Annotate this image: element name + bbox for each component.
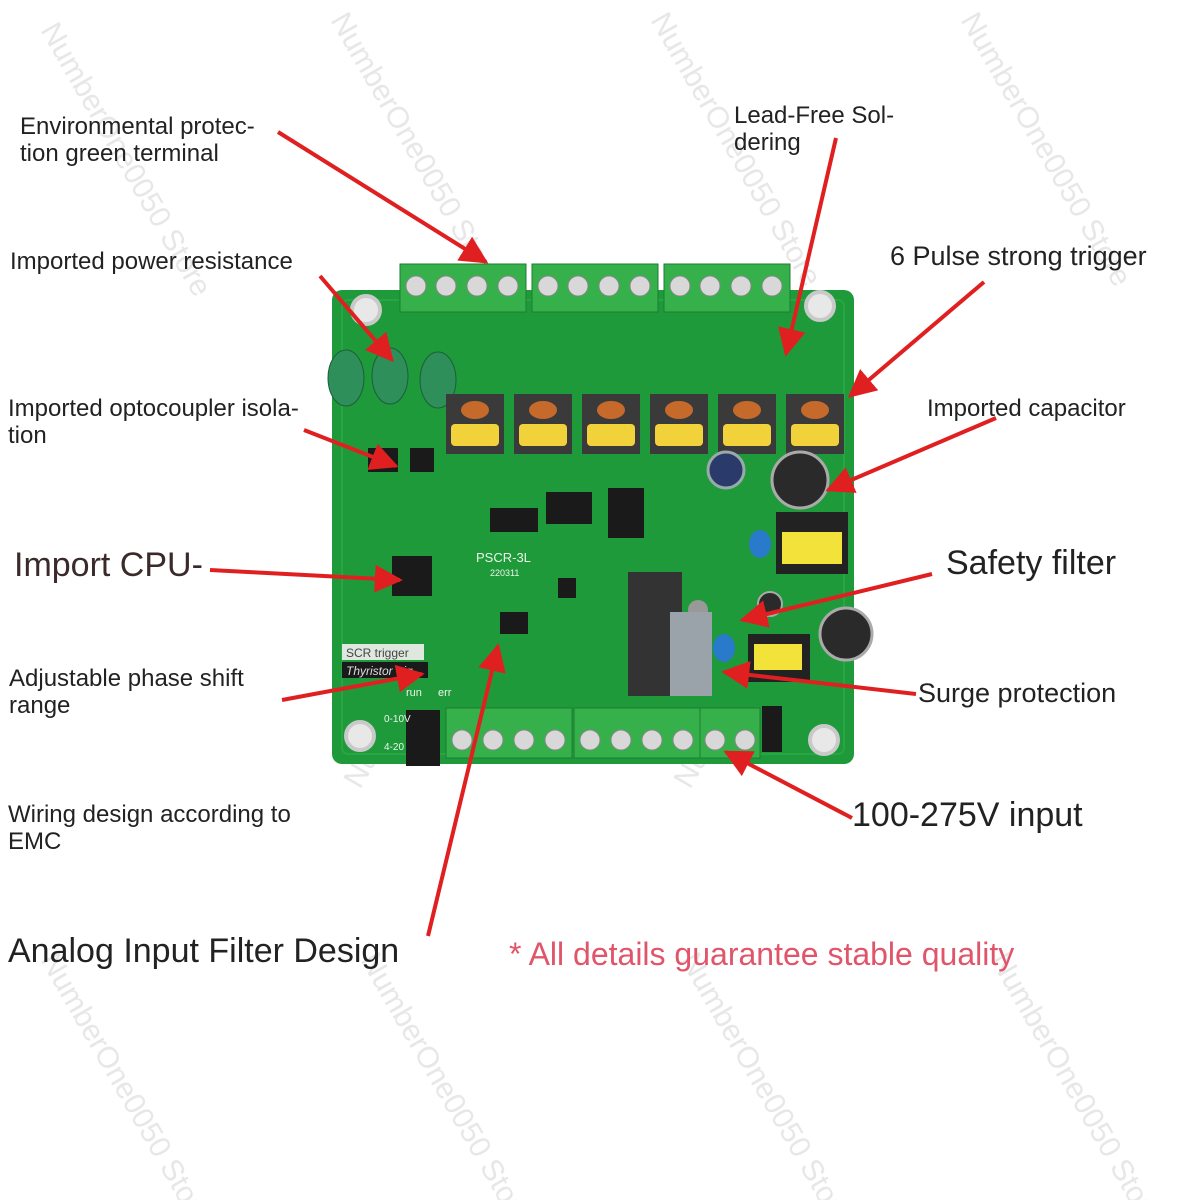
callout-lead-free: Lead-Free Sol- dering <box>734 102 895 156</box>
callout-emc: Wiring design according to EMC <box>8 801 291 855</box>
board-model: PSCR-3L <box>476 550 531 565</box>
callout-cpu: Import CPU- <box>14 546 203 584</box>
callout-input: 100-275V input <box>852 796 1083 834</box>
callout-analog-filter: Analog Input Filter Design <box>8 932 400 970</box>
callout-safety-filter: Safety filter <box>946 544 1117 582</box>
callout-pulse-trigger: 6 Pulse strong trigger <box>890 241 1147 271</box>
board-jumper-run: run <box>406 687 422 699</box>
quality-note: * All details guarantee stable quality <box>509 936 1015 972</box>
board-date-code: 220311 <box>490 568 519 578</box>
top-terminal-blocks <box>399 263 791 313</box>
callout-power-resistance: Imported power resistance <box>10 248 293 275</box>
board-range-label-2: 4-20 <box>384 742 404 753</box>
board-side-label-1: SCR trigger <box>346 646 409 660</box>
svg-text:NumberOne0050 Store: NumberOne0050 Store <box>984 947 1168 1200</box>
board-range-label-1: 0-10V <box>384 714 411 725</box>
integrated-circuits <box>368 448 782 766</box>
callout-capacitor: Imported capacitor <box>927 395 1126 422</box>
board-jumper-err: err <box>438 687 452 699</box>
svg-text:NumberOne0050 Store: NumberOne0050 Store <box>324 7 508 292</box>
svg-text:NumberOne0050 Store: NumberOne0050 Store <box>34 947 218 1200</box>
callout-green-terminal: Environmental protec- tion green termina… <box>20 113 255 167</box>
svg-text:NumberOne0050 Store: NumberOne0050 Store <box>354 947 538 1200</box>
svg-text:NumberOne0050 Store: NumberOne0050 Store <box>674 947 858 1200</box>
callout-optocoupler: Imported optocoupler isola- tion <box>8 395 299 449</box>
callout-arrows <box>209 130 997 937</box>
bottom-terminal-blocks <box>445 707 761 759</box>
pulse-transformers <box>446 394 844 454</box>
callout-surge: Surge protection <box>918 678 1117 708</box>
callout-phase-shift: Adjustable phase shift range <box>9 665 244 719</box>
power-components <box>628 512 848 696</box>
